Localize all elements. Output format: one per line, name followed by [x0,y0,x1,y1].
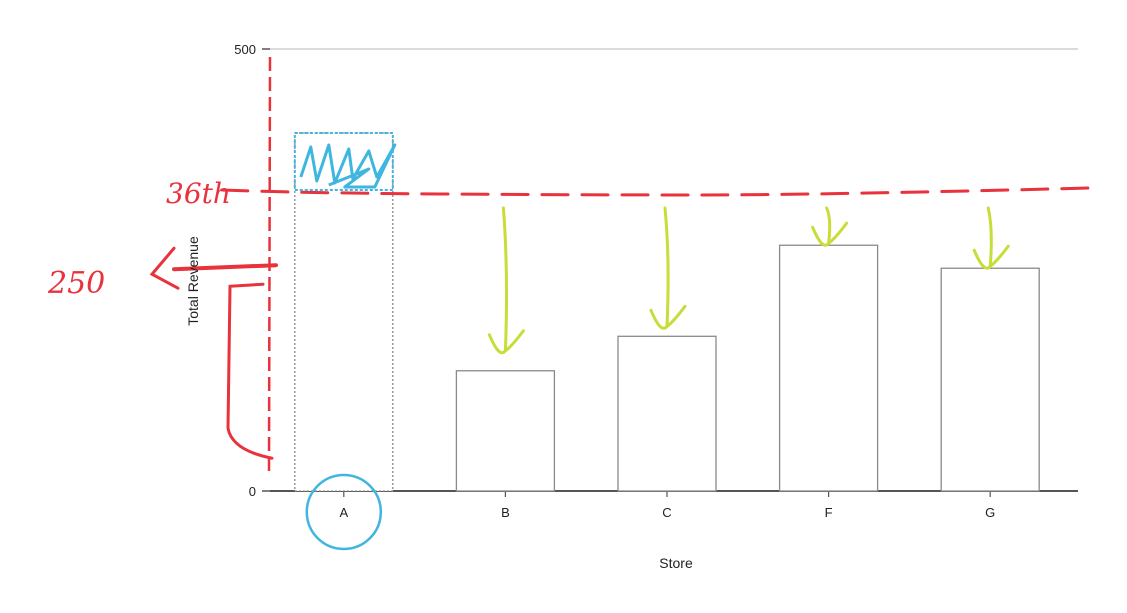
bar-F [778,244,879,492]
handwritten-annotations [149,56,1092,551]
x-tick-label: F [825,505,833,520]
x-tick-label: A [339,505,348,520]
green-arrow-head [487,329,525,355]
green-arrow-head [649,304,687,330]
red-bracket [226,282,274,460]
green-arrow-shaft [501,206,509,353]
x-tick-label: G [985,505,995,520]
x-tick-label: C [662,505,671,520]
blue-box [293,131,394,191]
blue-scribble [299,143,397,189]
bar-B [455,370,556,492]
red-marker-line [172,263,278,272]
y-tick-label: 0 [249,484,256,499]
y-axis-label: Total Revenue [185,236,201,326]
green-arrow-head [811,221,849,247]
bar-G [940,267,1040,492]
y-tick-label: 500 [234,42,256,57]
green-arrow-shaft [825,206,832,245]
mean-line-label: 36th [166,177,231,210]
green-arrow-shaft [663,206,670,328]
x-tick-label: B [501,505,510,520]
x-axis-label: Store [659,555,693,571]
red-dashed-mean-line [220,186,1092,197]
bar-C [617,335,717,492]
blue-circle [305,473,383,551]
red-left-chevron [149,246,180,290]
green-arrow-shaft [986,206,993,268]
left-marker-label: 250 [47,266,105,301]
green-arrow-head [972,244,1010,270]
